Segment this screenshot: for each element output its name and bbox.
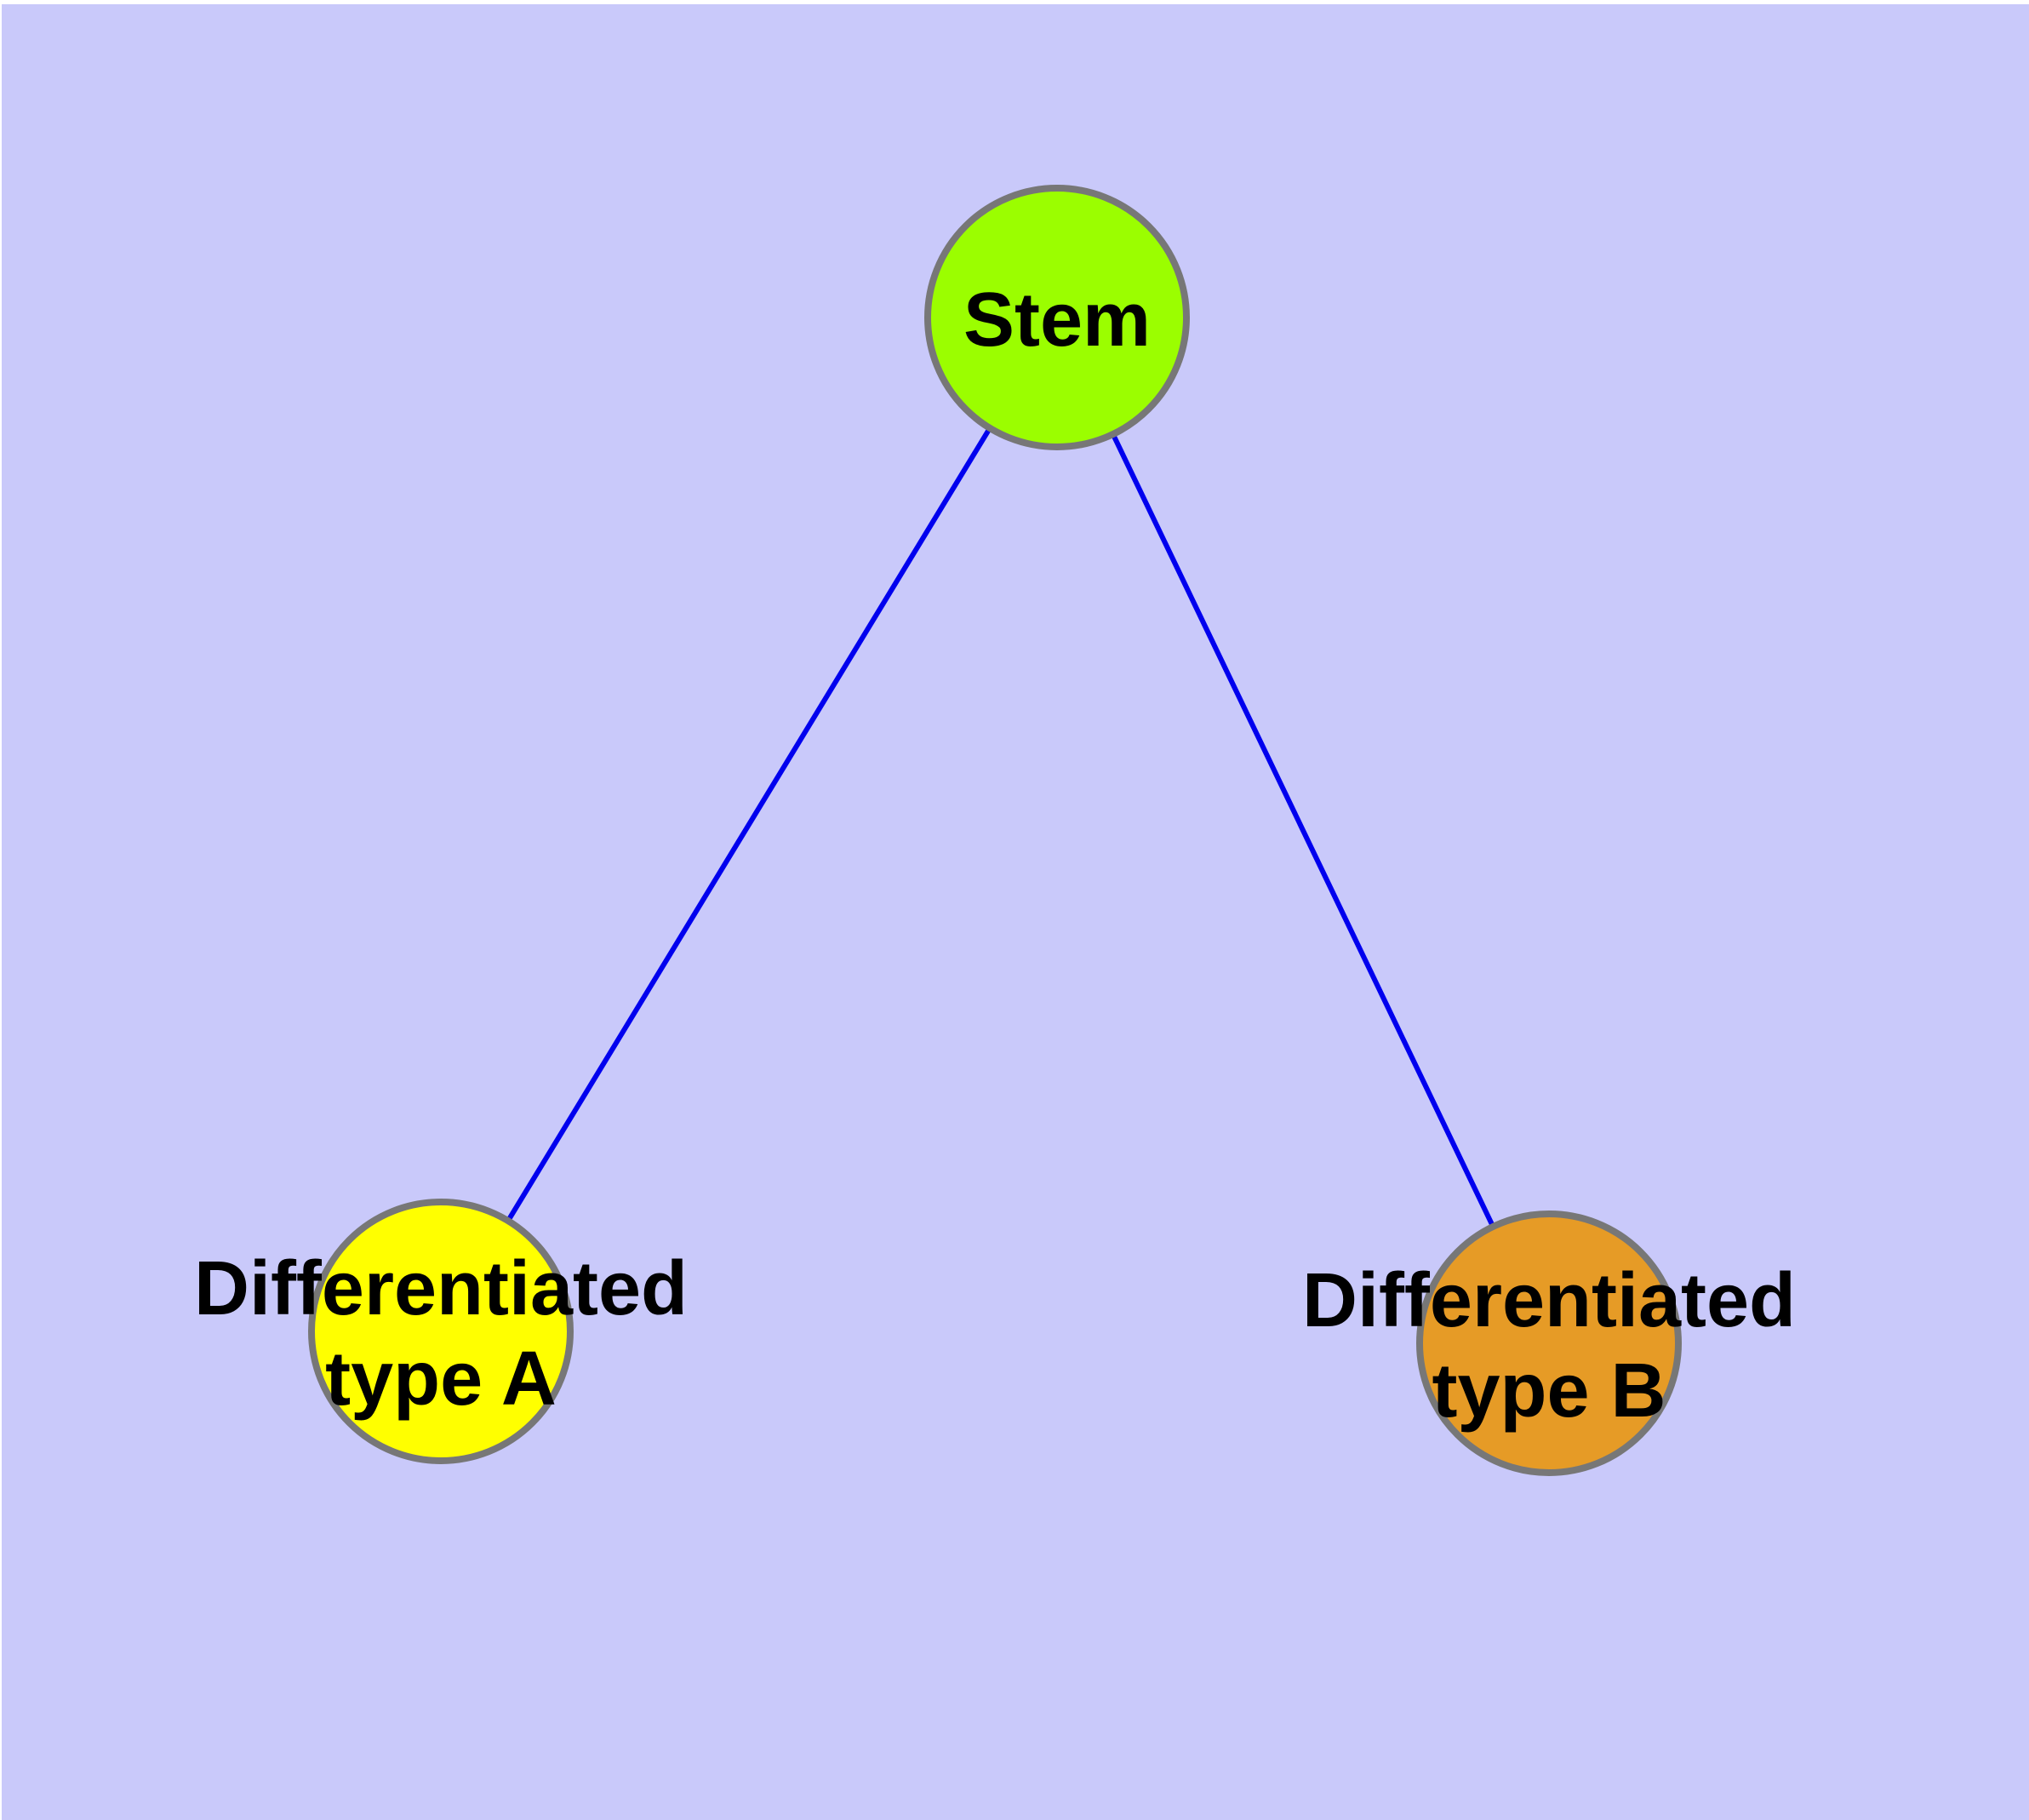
node-differentiated-type-b-label-line-1: Differentiated [1302,1258,1796,1343]
edge-stem-to-differentiated-type-b [1055,316,1552,1345]
node-differentiated-type-a-label-line-1: Differentiated [194,1246,688,1331]
node-stem: Stem [924,185,1190,450]
node-differentiated-type-a-label-line-2: type A [325,1336,557,1422]
node-differentiated-type-a-circle [308,1199,574,1464]
edge-stem-to-differentiated-type-a [438,316,1060,1333]
node-differentiated-type-b-circle [1416,1210,1682,1476]
node-stem-circle [924,185,1190,450]
edges-layer [438,316,1552,1345]
node-differentiated-type-b-label-line-2: type B [1432,1348,1666,1434]
node-stem-label: Stem [963,278,1151,363]
node-stem-label-line-1: Stem [963,278,1151,363]
